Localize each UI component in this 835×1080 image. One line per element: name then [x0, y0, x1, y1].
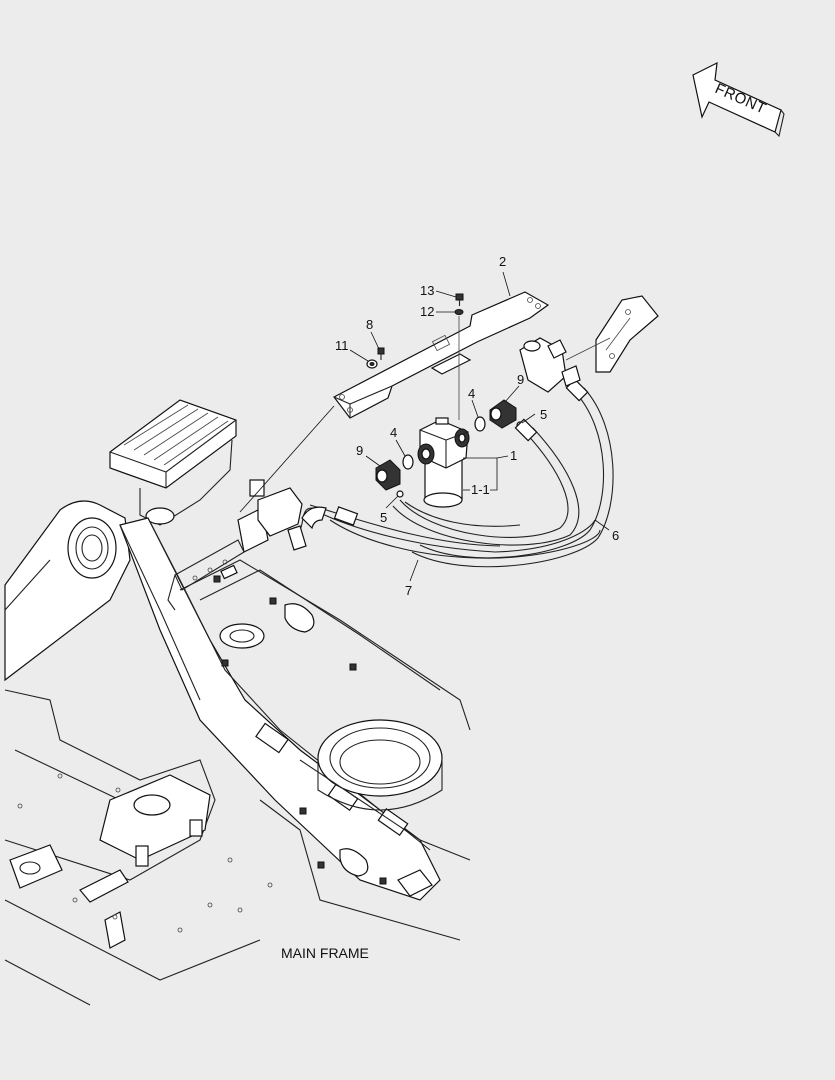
callout-2: 2 — [499, 254, 506, 269]
callout-1-1: 1-1 — [471, 482, 490, 497]
callout-12: 12 — [420, 304, 434, 319]
callout-9-right: 9 — [517, 372, 524, 387]
lower-frame — [4, 689, 261, 1006]
callout-4-right: 4 — [468, 386, 475, 401]
upper-deck — [179, 559, 471, 731]
mounting-bracket-part-2 — [333, 291, 550, 419]
o-ring-4-right — [474, 416, 486, 432]
callout-9-left: 9 — [356, 443, 363, 458]
line-filter-part-1 — [417, 417, 470, 508]
callout-5-right: 5 — [540, 407, 547, 422]
callout-4-left: 4 — [390, 425, 397, 440]
main-frame-drawing — [4, 399, 471, 1006]
screw-8 — [377, 347, 385, 360]
callout-1: 1 — [510, 448, 517, 463]
callout-5-left: 5 — [380, 510, 387, 525]
swing-bearing — [317, 719, 443, 811]
screw-13 — [455, 293, 464, 306]
main-frame-caption: MAIN FRAME — [281, 945, 369, 961]
boom-foot — [4, 500, 131, 682]
callout-6: 6 — [612, 528, 619, 543]
fitting-9-left — [375, 459, 401, 491]
step-platform — [109, 399, 237, 526]
washer-11 — [366, 359, 378, 369]
right-frame — [259, 759, 471, 941]
pump-top-right — [519, 295, 659, 393]
callout-11: 11 — [335, 338, 349, 353]
front-direction-arrow: FRONT — [692, 61, 785, 138]
leader-bracket-to-valve — [239, 405, 335, 513]
callout-13: 13 — [420, 283, 434, 298]
callout-leaders — [349, 271, 610, 582]
hose-7 — [299, 501, 601, 559]
o-ring-4-left — [402, 454, 414, 470]
callout-8: 8 — [366, 317, 373, 332]
o-ring-5-left — [396, 490, 404, 498]
frame-bolt-holes — [17, 773, 273, 933]
valve-block-left — [167, 479, 307, 611]
washer-12 — [454, 309, 464, 315]
callout-7: 7 — [405, 583, 412, 598]
fitting-9-right — [489, 399, 517, 429]
